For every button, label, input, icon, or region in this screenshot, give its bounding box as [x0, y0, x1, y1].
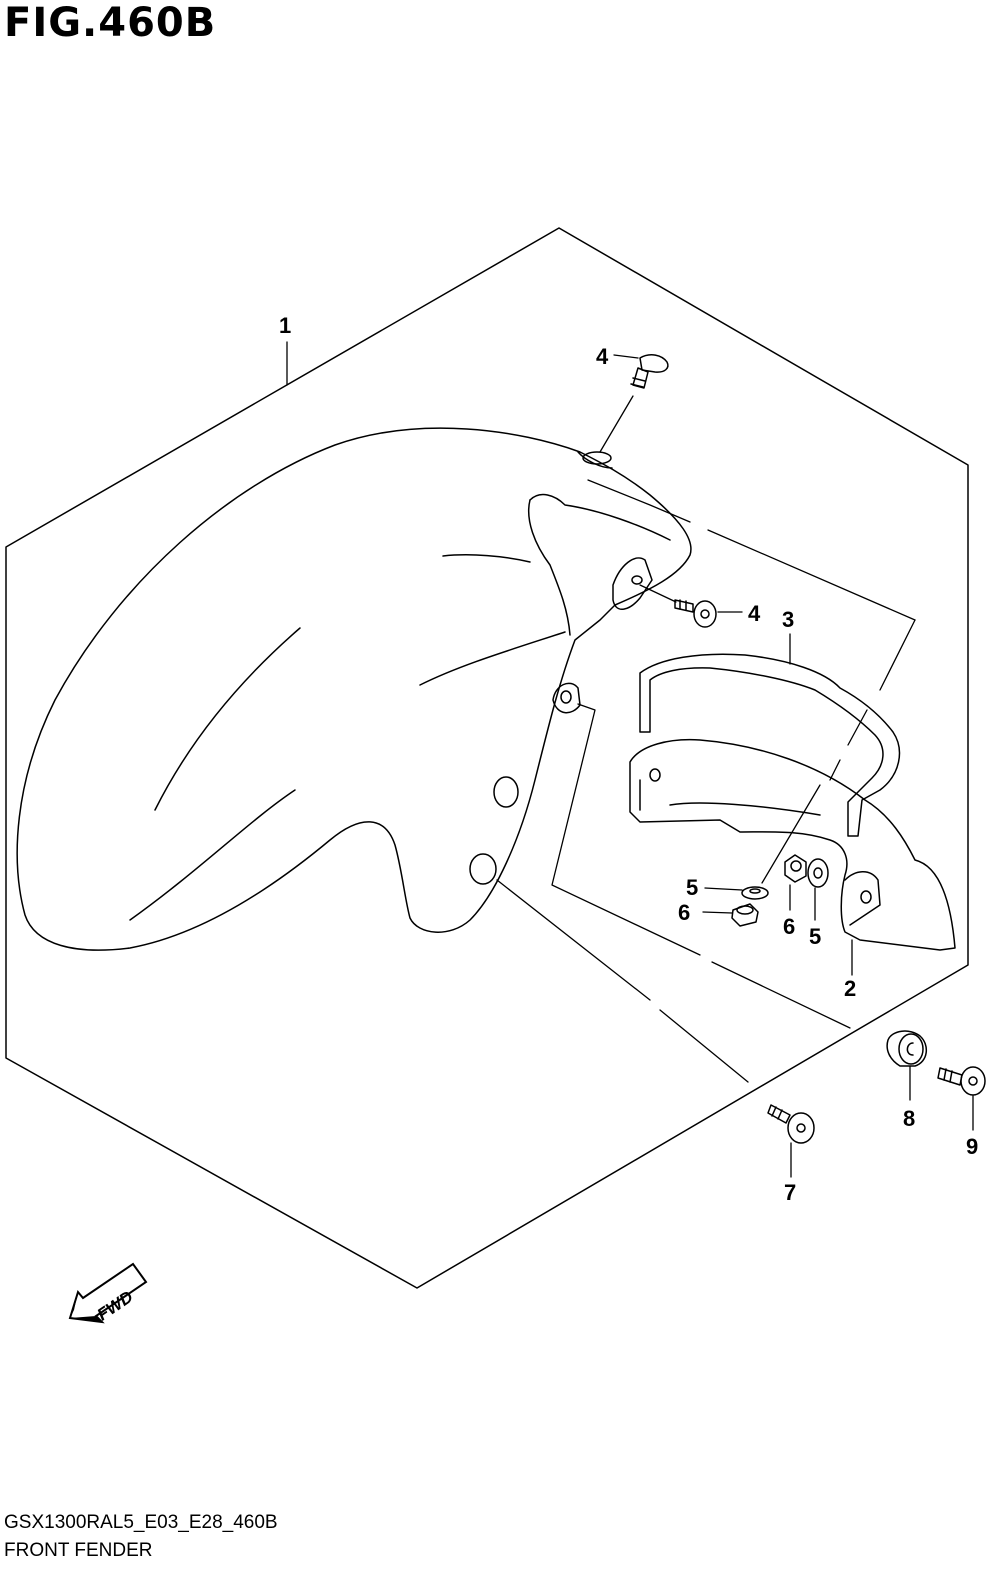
callout-7: 7 [784, 1180, 796, 1205]
callout-5-right: 5 [809, 924, 821, 949]
callout-6-right: 6 [783, 914, 795, 939]
callout-numbers: 1 2 3 4 4 5 5 6 6 7 8 9 [279, 313, 978, 1205]
callout-6-left: 6 [678, 900, 690, 925]
screw-part-4-upper [630, 354, 669, 389]
callout-9: 9 [966, 1134, 978, 1159]
grommet-part-8 [886, 1030, 927, 1067]
leader-lines [286, 341, 974, 1178]
callout-3: 3 [782, 607, 794, 632]
nut-part-6-right [784, 854, 807, 883]
callout-8: 8 [903, 1106, 915, 1131]
washer-part-5-left [741, 886, 769, 900]
screw-part-4-side [674, 599, 717, 628]
washer-part-5-right [807, 858, 829, 888]
fwd-arrow-icon: FWD [68, 1262, 148, 1324]
callout-2: 2 [844, 976, 856, 1001]
nut-part-6-left [731, 903, 759, 927]
callout-4-upper: 4 [596, 344, 609, 369]
model-code: GSX1300RAL5_E03_E28_460B [4, 1512, 278, 1533]
section-name: FRONT FENDER [4, 1540, 153, 1561]
brace-part-3 [639, 653, 901, 837]
screw-part-9 [937, 1066, 986, 1096]
assembly-lines [496, 479, 916, 1083]
figure-title: FIG.460B [4, 0, 217, 46]
callout-1: 1 [279, 313, 291, 338]
assembly-frame [5, 227, 969, 1289]
callout-5-left: 5 [686, 875, 698, 900]
callout-4-side: 4 [748, 601, 761, 626]
front-fender-part [16, 427, 692, 951]
liner-part-2 [629, 738, 956, 951]
screw-part-7 [767, 1104, 815, 1144]
